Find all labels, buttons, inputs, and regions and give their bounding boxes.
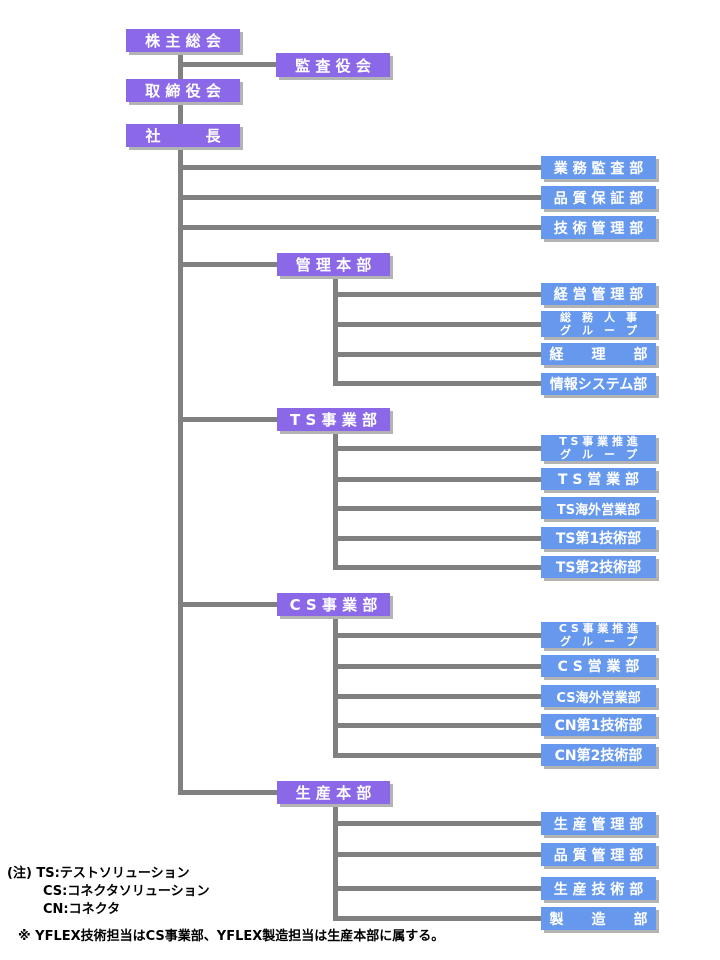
- org-box-general-affairs-hr-group: 総 務 人 事 グ ル ー プ: [541, 311, 656, 337]
- org-box-business-audit-dept: 業 務 監 査 部: [541, 156, 656, 179]
- org-box-cn-no2-engineering-dept: CN第2技術部: [541, 744, 656, 766]
- connector-line: [178, 102, 183, 125]
- org-box-cn-no1-engineering-dept: CN第1技術部: [541, 714, 656, 736]
- org-box-quality-management-dept: 品 質 管 理 部: [541, 843, 656, 866]
- connector-line: [333, 723, 541, 728]
- connector-line: [180, 602, 277, 607]
- org-box-shareholders-meeting: 株 主 総 会: [126, 29, 240, 52]
- connector-line: [333, 536, 541, 541]
- connector-line: [180, 195, 541, 200]
- org-box-corporate-management-dept: 経 営 管 理 部: [541, 283, 656, 305]
- box-label-line2: グ ル ー プ: [560, 324, 637, 337]
- connector-line: [333, 381, 541, 386]
- org-box-audit-committee: 監 査 役 会: [276, 53, 390, 77]
- org-box-ts-overseas-sales-dept: TS海外営業部: [541, 497, 656, 519]
- connector-line: [333, 916, 541, 921]
- connector-line: [333, 446, 541, 451]
- connector-line: [180, 417, 277, 422]
- legend-line-3: CN:コネクタ: [43, 902, 121, 917]
- box-label-line1: T S 事 業 推 進: [559, 435, 638, 448]
- connector-line: [333, 431, 338, 570]
- connector-line: [333, 821, 541, 826]
- connector-line: [333, 886, 541, 891]
- org-box-president: 社 長: [126, 124, 240, 147]
- legend-line-2: CS:コネクタソリューション: [43, 884, 210, 899]
- connector-trunk-line: [178, 147, 183, 795]
- connector-line: [333, 852, 541, 857]
- org-box-ts-no2-engineering-dept: TS第2技術部: [541, 556, 656, 578]
- org-box-manufacturing-dept: 製 造 部: [541, 907, 656, 930]
- box-label-line2: グ ル ー プ: [560, 635, 637, 648]
- org-box-ts-sales-dept: T S 営 業 部: [541, 468, 656, 490]
- connector-line: [180, 62, 276, 67]
- org-box-cs-overseas-sales-dept: CS海外営業部: [541, 685, 656, 707]
- org-box-production-hq: 生 産 本 部: [277, 781, 390, 804]
- org-box-cs-division: C S 事 業 部: [277, 593, 390, 616]
- org-box-management-hq: 管 理 本 部: [277, 253, 390, 276]
- box-label-line2: グ ル ー プ: [560, 448, 637, 461]
- connector-line: [333, 276, 338, 386]
- box-label-line1: C S 事 業 推 進: [558, 622, 639, 635]
- connector-line: [333, 352, 541, 357]
- org-box-cs-sales-dept: C S 営 業 部: [541, 655, 656, 677]
- org-box-production-engineering-dept: 生 産 技 術 部: [541, 877, 656, 900]
- org-box-cs-business-promotion-group: C S 事 業 推 進 グ ル ー プ: [541, 622, 656, 648]
- connector-line: [180, 165, 541, 170]
- org-box-ts-no1-engineering-dept: TS第1技術部: [541, 527, 656, 549]
- connector-line: [180, 790, 277, 795]
- connector-line: [333, 633, 541, 638]
- box-label-line1: 総 務 人 事: [560, 311, 637, 324]
- legend-line-1: (注) TS:テストソリューション: [7, 866, 190, 881]
- connector-line: [180, 262, 277, 267]
- connector-line: [333, 616, 338, 758]
- connector-line: [333, 322, 541, 327]
- org-box-accounting-dept: 経 理 部: [541, 343, 656, 365]
- org-box-technology-management-dept: 技 術 管 理 部: [541, 216, 656, 239]
- connector-line: [333, 694, 541, 699]
- connector-line: [333, 804, 338, 921]
- connector-line: [333, 565, 541, 570]
- org-box-ts-business-promotion-group: T S 事 業 推 進 グ ル ー プ: [541, 435, 656, 461]
- org-box-quality-assurance-dept: 品 質 保 証 部: [541, 186, 656, 209]
- org-box-information-systems-dept: 情報システム部: [541, 373, 656, 395]
- footnote-remark: ※ YFLEX技術担当はCS事業部、YFLEX製造担当は生産本部に属する。: [18, 929, 445, 944]
- connector-line: [333, 477, 541, 482]
- org-box-ts-division: T S 事 業 部: [277, 408, 390, 431]
- connector-line: [333, 506, 541, 511]
- connector-line: [333, 753, 541, 758]
- org-box-board-of-directors: 取 締 役 会: [126, 79, 240, 102]
- connector-line: [333, 292, 541, 297]
- connector-line: [333, 664, 541, 669]
- org-box-production-management-dept: 生 産 管 理 部: [541, 812, 656, 835]
- connector-line: [180, 225, 541, 230]
